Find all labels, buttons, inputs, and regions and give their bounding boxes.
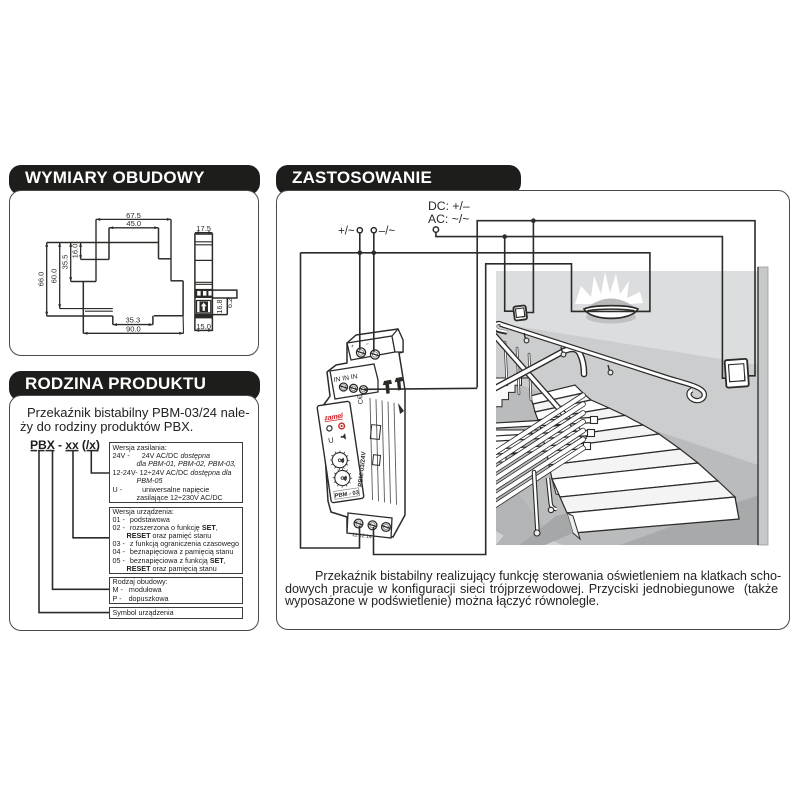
svg-text:60.0: 60.0 bbox=[50, 269, 59, 284]
svg-text:U: U bbox=[328, 435, 335, 445]
svg-text:IN IN IN: IN IN IN bbox=[333, 373, 358, 384]
svg-text:17.5: 17.5 bbox=[196, 224, 211, 233]
svg-text:DC: +/–: DC: +/– bbox=[428, 199, 470, 213]
svg-text:–/~: –/~ bbox=[379, 226, 396, 238]
svg-text:6.2: 6.2 bbox=[225, 298, 234, 308]
svg-text:15.0: 15.0 bbox=[196, 322, 211, 331]
svg-text:66.0: 66.0 bbox=[37, 272, 46, 287]
svg-text:+: + bbox=[350, 344, 354, 350]
svg-text:zamel: zamel bbox=[323, 411, 345, 423]
svg-text:PBM - 03: PBM - 03 bbox=[334, 490, 360, 500]
svg-text:16.0: 16.0 bbox=[71, 244, 80, 259]
svg-text:45.0: 45.0 bbox=[126, 219, 141, 228]
svg-text:11 12 14: 11 12 14 bbox=[352, 532, 373, 540]
svg-text:35.5: 35.5 bbox=[61, 255, 70, 270]
svg-text:35.3: 35.3 bbox=[125, 316, 140, 325]
svg-text:C€: C€ bbox=[357, 395, 365, 405]
svg-text:16.8: 16.8 bbox=[215, 300, 224, 314]
svg-text:90.0: 90.0 bbox=[126, 324, 141, 333]
svg-text:+/~: +/~ bbox=[338, 226, 355, 238]
svg-text:67.5: 67.5 bbox=[126, 211, 141, 220]
svg-text:PBM-03/24V: PBM-03/24V bbox=[357, 450, 368, 487]
svg-text:AC: ~/~: AC: ~/~ bbox=[428, 212, 469, 226]
svg-text:~: ~ bbox=[365, 342, 369, 348]
